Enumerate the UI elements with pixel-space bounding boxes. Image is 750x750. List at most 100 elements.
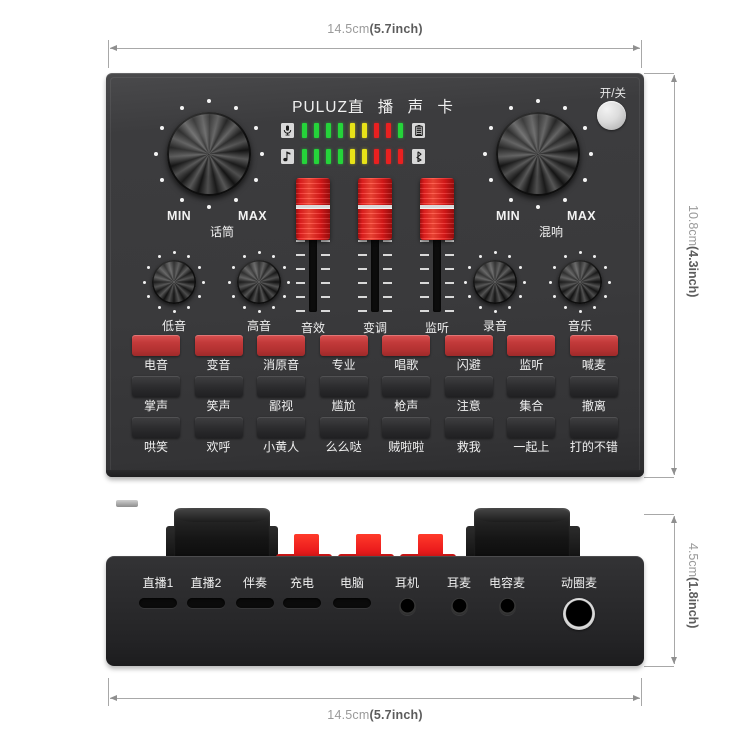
port-accompaniment[interactable]: 伴奏	[225, 574, 285, 608]
led-music-5	[350, 149, 355, 164]
pad-button-zhuanye[interactable]	[319, 335, 368, 356]
port-condenser-mic[interactable]: 电容麦	[477, 574, 537, 615]
bottom-width-arrow-right	[633, 694, 640, 701]
recording-knob-label: 录音	[482, 319, 507, 333]
pad-cell: 打的不错	[566, 417, 622, 458]
pad-button-huanhu[interactable]	[194, 417, 243, 439]
height-arrow-top	[670, 75, 677, 82]
monitor-slider-handle[interactable]	[420, 178, 454, 240]
treble-knob[interactable]	[237, 260, 281, 304]
reverb-knob[interactable]	[496, 112, 580, 196]
pad-button-yiqishang[interactable]	[507, 417, 556, 439]
pad-cell: 电音	[128, 335, 184, 376]
power-label: 开/关	[599, 88, 626, 100]
pad-button-hanmai[interactable]	[569, 335, 618, 356]
brand-name: PULUZ	[292, 99, 348, 116]
jack-port-icon[interactable]	[398, 598, 416, 615]
pad-button-hongxiao[interactable]	[132, 417, 180, 439]
port-dynamic-mic[interactable]: 动圈麦	[546, 574, 612, 630]
pad-button-zhangsheng[interactable]	[132, 376, 180, 398]
recording-knob[interactable]	[473, 260, 517, 304]
pad-label: 注意	[456, 399, 481, 414]
power-button[interactable]	[597, 101, 626, 130]
port-charging[interactable]: 充电	[272, 574, 332, 608]
usbc-port-icon[interactable]	[236, 598, 274, 608]
top-width-arrow-right	[633, 44, 640, 51]
pad-button-dadebucuo[interactable]	[569, 417, 618, 439]
pad-button-bishi[interactable]	[257, 376, 306, 398]
bottom-width-label: 14.5cm(5.7inch)	[327, 708, 423, 722]
pad-row-2: 掌声 笑声 鄙视 尴尬 枪声 注意 集合 撤离	[128, 376, 622, 417]
microphone-icon-svg	[283, 125, 292, 136]
pad-button-changge[interactable]	[382, 335, 431, 356]
port-earphone-mic[interactable]: 耳麦	[429, 574, 489, 615]
bottom-width-arrow-left	[110, 694, 117, 701]
monitor-slider-label: 监听	[424, 321, 449, 335]
pad-label: 鄙视	[269, 399, 294, 414]
pad-button-xiaoyuanyin[interactable]	[257, 335, 306, 356]
pad-button-grid: 电音 变音 消原音 专业 唱歌 闪避 监听 喊麦 掌声 笑声 鄙视 尴尬 枪声 …	[128, 335, 622, 459]
led-mic-3	[326, 123, 331, 138]
reverb-knob-min-label: MIN	[496, 209, 521, 223]
treble-knob-group	[228, 251, 290, 313]
port-headphone[interactable]: 耳机	[377, 574, 437, 615]
profile-slider-1	[294, 534, 319, 560]
pitch-slider-handle[interactable]	[358, 178, 392, 240]
jack-port-icon[interactable]	[450, 598, 468, 615]
usbc-port-icon[interactable]	[333, 598, 371, 608]
pad-button-xiaohuangren[interactable]	[257, 417, 306, 439]
port-computer[interactable]: 电脑	[322, 574, 382, 608]
mic-knob-max-label: MAX	[238, 209, 267, 223]
pad-button-zhuyi[interactable]	[444, 376, 493, 398]
usbc-port-icon[interactable]	[187, 598, 225, 608]
port-label: 动圈麦	[560, 576, 597, 590]
pad-button-ganga[interactable]	[319, 376, 368, 398]
profile-knob-left	[174, 508, 270, 560]
pad-button-xiaosheng[interactable]	[194, 376, 243, 398]
pad-label: 贼啦啦	[388, 440, 425, 455]
pad-label: 掌声	[143, 399, 168, 414]
pad-button-shanbi[interactable]	[444, 335, 493, 356]
led-music-6	[362, 149, 367, 164]
bass-knob[interactable]	[152, 260, 196, 304]
sound-effect-slider-handle[interactable]	[296, 178, 330, 240]
port-label: 伴奏	[242, 576, 267, 590]
pad-cell: 消原音	[253, 335, 309, 376]
music-knob[interactable]	[558, 260, 602, 304]
pad-cell: 笑声	[191, 376, 247, 417]
pad-button-cheli[interactable]	[569, 376, 618, 398]
usbc-port-icon[interactable]	[139, 598, 177, 608]
mic-level-meter	[281, 123, 425, 138]
port-live-1[interactable]: 直播1	[128, 574, 188, 608]
height-tick-bottom	[644, 477, 674, 478]
pad-button-zeilala[interactable]	[382, 417, 431, 439]
pad-button-qiangsheng[interactable]	[382, 376, 431, 398]
microphone-volume-knob[interactable]	[167, 112, 251, 196]
led-music-4	[338, 149, 343, 164]
jack-big-port-icon[interactable]	[563, 598, 595, 630]
bluetooth-icon-svg	[415, 151, 422, 162]
usbc-port-icon[interactable]	[283, 598, 321, 608]
microphone-volume-knob-group	[154, 99, 264, 209]
pitch-slider-track	[371, 234, 379, 312]
led-music-8	[386, 149, 391, 164]
pad-button-jianting[interactable]	[507, 335, 556, 356]
pad-button-memeda[interactable]	[319, 417, 368, 439]
depth-line	[674, 516, 675, 664]
pad-button-jihe[interactable]	[507, 376, 556, 398]
battery-icon	[412, 123, 425, 138]
music-level-meter	[281, 149, 425, 164]
led-mic-6	[362, 123, 367, 138]
pad-button-jiuwo[interactable]	[444, 417, 493, 439]
pad-cell: 集合	[503, 376, 559, 417]
pad-label: 闪避	[456, 358, 481, 372]
jack-port-icon[interactable]	[498, 598, 516, 615]
port-live-2[interactable]: 直播2	[176, 574, 236, 608]
pad-cell: 欢呼	[191, 417, 247, 458]
led-mic-4	[338, 123, 343, 138]
pad-cell: 贼啦啦	[378, 417, 434, 458]
pad-button-dianyin[interactable]	[132, 335, 180, 356]
pad-cell: 救我	[441, 417, 497, 458]
pad-cell: 监听	[503, 335, 559, 376]
pad-button-bianyin[interactable]	[194, 335, 243, 356]
